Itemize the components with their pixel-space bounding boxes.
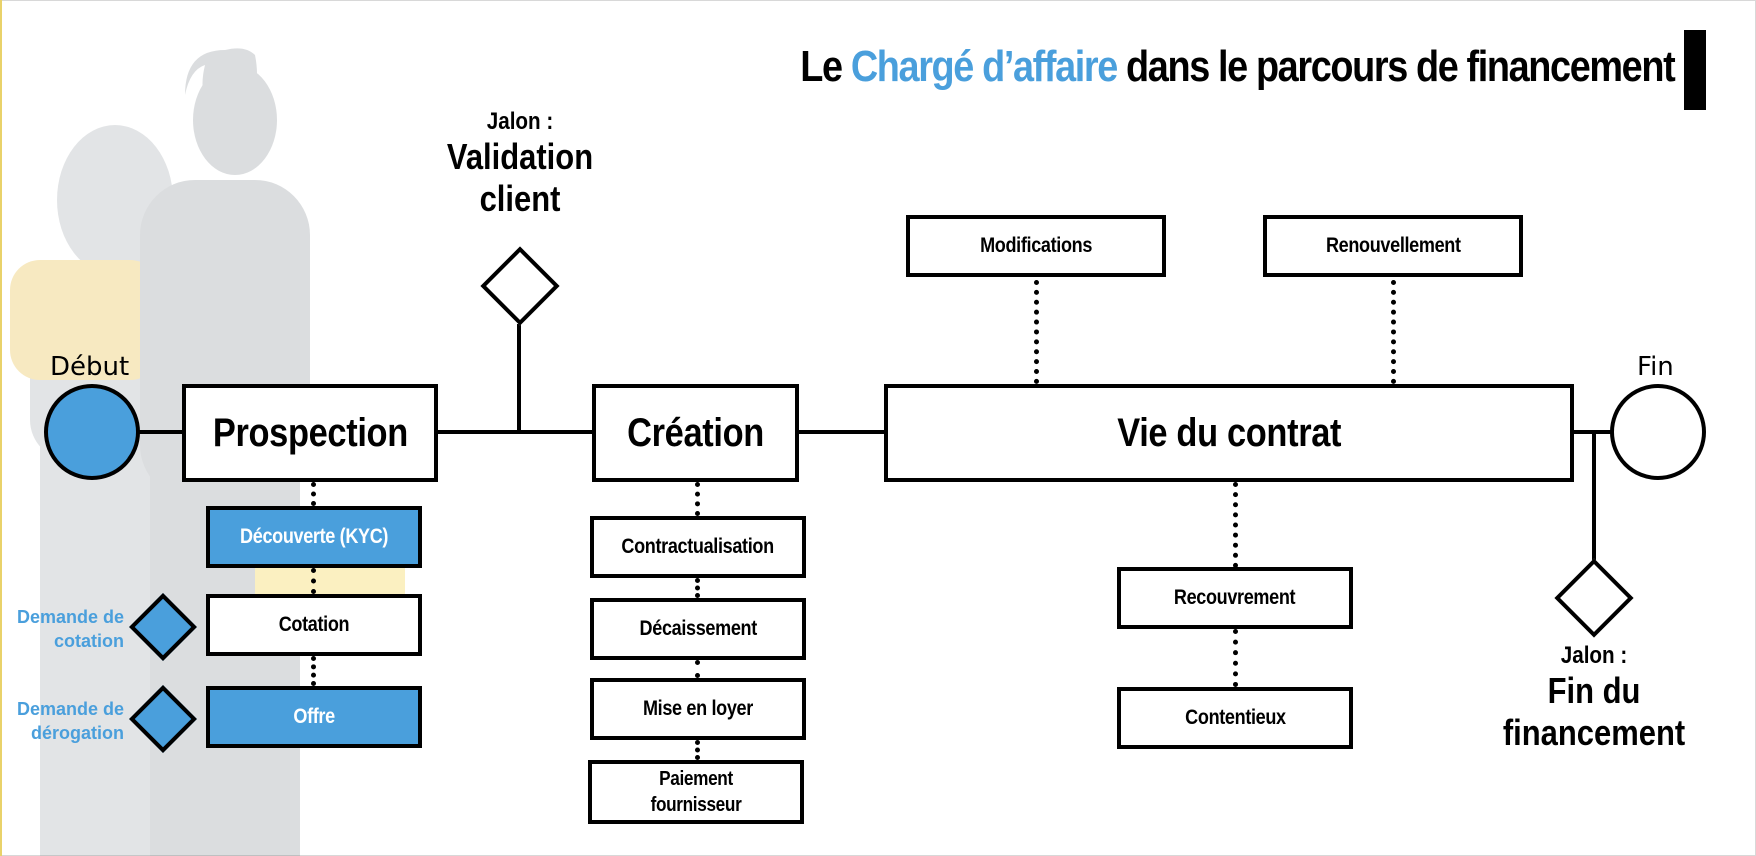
step-mise-en-loyer: Mise en loyer [590,678,806,740]
step-decouverte-kyc: Découverte (KYC) [206,506,422,568]
connector-end-milestone [1592,430,1596,560]
end-node [1610,384,1706,480]
dotted-connector [1233,482,1238,568]
dotted-connector [1233,629,1238,687]
milestone-end-value: Fin du financement [1502,670,1686,753]
connector-start-prospection [132,430,182,434]
step-modifications: Modifications [906,215,1166,277]
phase-creation-label: Création [627,410,764,455]
dotted-connector [695,578,700,598]
dotted-connector [311,482,316,506]
step-paiement-fournisseur: Paiement fournisseur [588,760,804,824]
dotted-connector [311,656,316,686]
milestone-end: Jalon : Fin du financement [1484,642,1704,754]
title-accent-bar [1684,30,1706,110]
dotted-connector [695,660,700,678]
start-label: Début [50,352,130,382]
phase-prospection-label: Prospection [212,410,408,455]
step-decaissement: Décaissement [590,598,806,660]
page-title: Le Chargé d’affaire dans le parcours de … [799,42,1676,92]
step-offre-label: Offre [293,705,335,728]
dotted-connector [1034,280,1039,384]
phase-creation: Création [592,384,799,482]
milestone-validation-value: Validation client [446,136,594,219]
step-recouvrement-label: Recouvrement [1174,586,1296,609]
side-label-cotation: Demande de cotation [16,607,124,651]
title-suffix: dans le parcours de financement [1116,42,1676,91]
dotted-connector [695,740,700,760]
step-contractualisation-label: Contractualisation [621,535,775,558]
milestone-validation: Jalon : Validation client [420,108,620,220]
end-label: Fin [1637,352,1674,382]
phase-vie-du-contrat: Vie du contrat [884,384,1574,482]
step-cotation: Cotation [206,594,422,656]
step-decouverte-label: Découverte (KYC) [239,525,389,548]
phase-prospection: Prospection [182,384,438,482]
step-decaissement-label: Décaissement [639,617,757,640]
step-cotation-label: Cotation [278,613,350,636]
step-contentieux-label: Contentieux [1184,706,1286,729]
step-renouvellement: Renouvellement [1263,215,1523,277]
step-contentieux: Contentieux [1117,687,1353,749]
phase-vie-du-contrat-label: Vie du contrat [1117,410,1341,455]
step-modifications-label: Modifications [980,234,1092,257]
milestone-validation-label: Jalon : [486,108,554,135]
step-mise-en-loyer-label: Mise en loyer [643,697,753,720]
title-highlight: Chargé d’affaire [850,42,1118,91]
dotted-connector [1391,280,1396,384]
step-recouvrement: Recouvrement [1117,567,1353,629]
connector-prospection-creation [436,430,594,434]
milestone-end-label: Jalon : [1560,642,1628,669]
dotted-connector [695,482,700,516]
side-label-derogation: Demande de dérogation [16,699,124,743]
slide-edge-accent [0,0,2,856]
start-node [44,384,140,480]
step-contractualisation: Contractualisation [590,516,806,578]
dotted-connector [311,568,316,594]
connector-validation-milestone [517,324,521,432]
title-prefix: Le [799,42,851,91]
step-offre: Offre [206,686,422,748]
connector-creation-vie [797,430,885,434]
step-renouvellement-label: Renouvellement [1325,234,1461,257]
step-paiement-label: Paiement fournisseur [650,768,742,816]
